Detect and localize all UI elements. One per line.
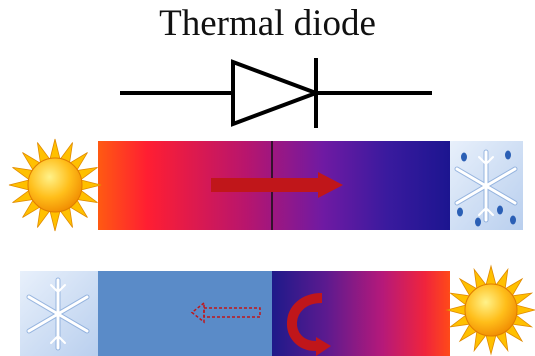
snowflake-icon: [450, 141, 523, 230]
diode-symbol: [120, 58, 432, 128]
reverse-row: [20, 264, 535, 356]
forward-arrow: [211, 172, 343, 198]
title: Thermal diode: [159, 3, 376, 44]
reverse-curved-arrow: [287, 293, 331, 356]
reverse-cold-block: [98, 271, 272, 356]
water-drops: [457, 150, 516, 227]
diode-triangle: [231, 59, 322, 127]
snowflake-icon: [20, 271, 98, 356]
sun-icon: [8, 138, 102, 232]
forward-row: [8, 138, 523, 232]
sun-icon: [445, 264, 535, 356]
reverse-dashed-arrow: [190, 301, 261, 324]
